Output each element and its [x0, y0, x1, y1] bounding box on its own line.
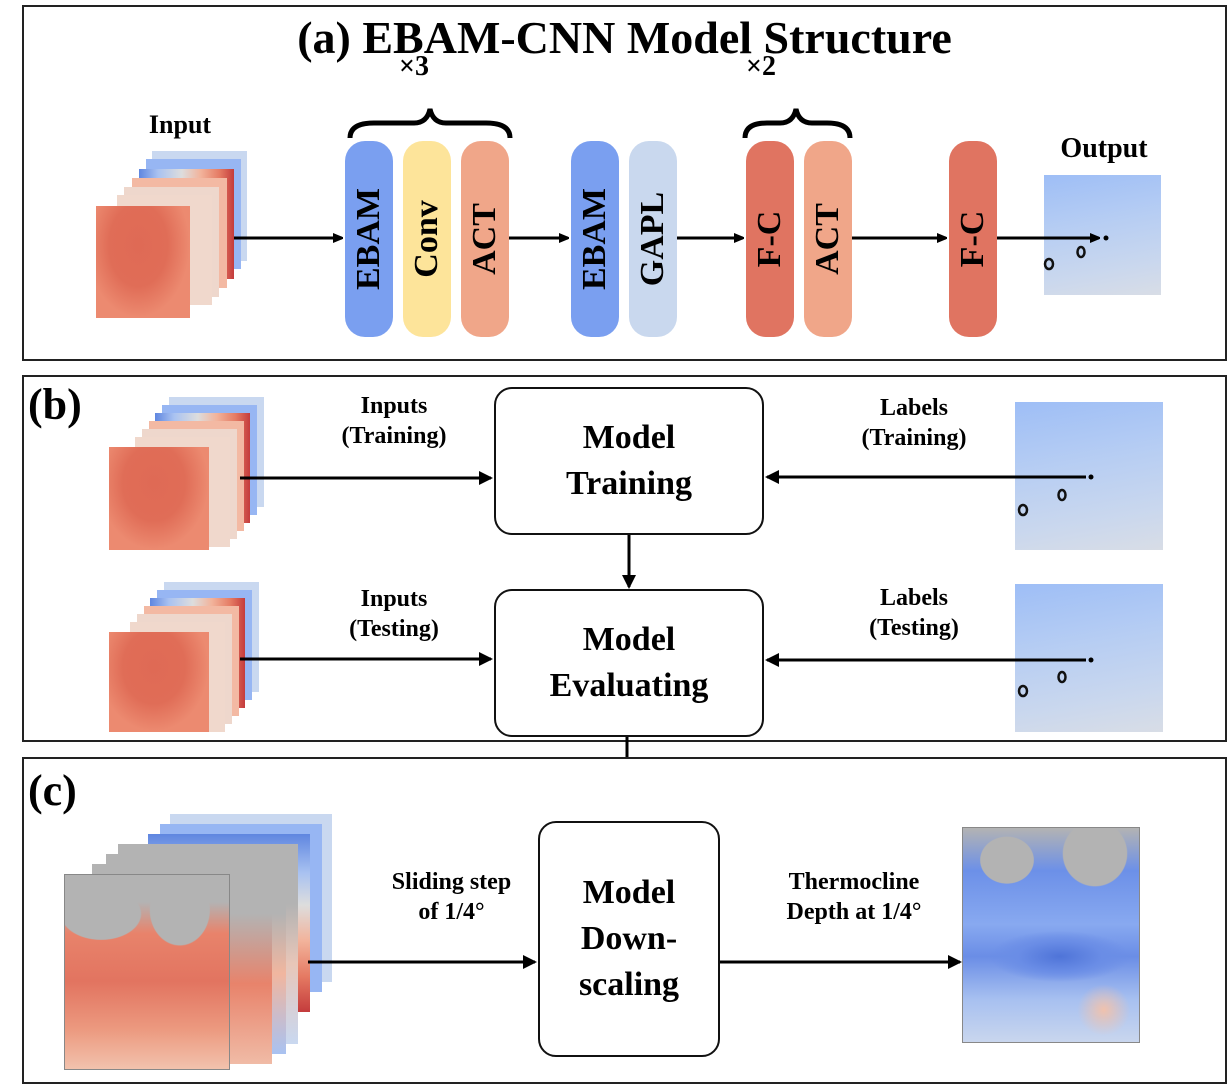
- thermocline-output-map: [962, 827, 1140, 1043]
- output-label: Output: [1060, 133, 1148, 164]
- output-map: [1044, 175, 1161, 295]
- repeat-x2-label: ×2: [746, 51, 776, 82]
- panel-c-arrows: [308, 955, 962, 969]
- fc-block-2: F-C: [949, 141, 997, 337]
- gapl-block: GAPL: [629, 141, 677, 337]
- panel-b-label: (b): [28, 380, 82, 429]
- brace-x3: [347, 108, 513, 139]
- panel-b-arrows: [240, 470, 1094, 698]
- repeat-x3-label: ×3: [399, 51, 429, 82]
- panel-a-arrows: [234, 108, 1109, 271]
- panel-a-model-structure: (a) EBAM-CNN Model Structure Input Outpu…: [22, 5, 1227, 361]
- panel-c-label: (c): [28, 766, 77, 815]
- ebam-block-1: EBAM: [345, 141, 393, 337]
- panel-a-title: (a) EBAM-CNN Model Structure: [297, 12, 952, 63]
- brace-x2: [742, 108, 853, 139]
- training-input-stack: [109, 397, 299, 557]
- labels-testing-label: Labels(Testing): [869, 585, 959, 641]
- indian-ocean-input-map: [64, 874, 230, 1070]
- ebam-block-2: EBAM: [571, 141, 619, 337]
- fc-block-1: F-C: [746, 141, 794, 337]
- conv-block: Conv: [403, 141, 451, 337]
- labels-training-label: Labels(Training): [861, 395, 967, 451]
- input-label: Input: [148, 110, 212, 139]
- panel-b-training: (b) Inputs(Training) Inputs(Testing) Lab…: [22, 375, 1227, 742]
- act-block-1: ACT: [461, 141, 509, 337]
- inputs-training-label: Inputs(Training): [341, 393, 447, 449]
- input-map-stack: [84, 145, 284, 330]
- downscaling-input-stack: [64, 814, 384, 1084]
- testing-input-stack: [109, 582, 299, 742]
- input-layer-front: [96, 206, 190, 318]
- testing-label-map: [1015, 584, 1163, 732]
- inputs-testing-label: Inputs(Testing): [349, 586, 439, 642]
- act-block-2: ACT: [804, 141, 852, 337]
